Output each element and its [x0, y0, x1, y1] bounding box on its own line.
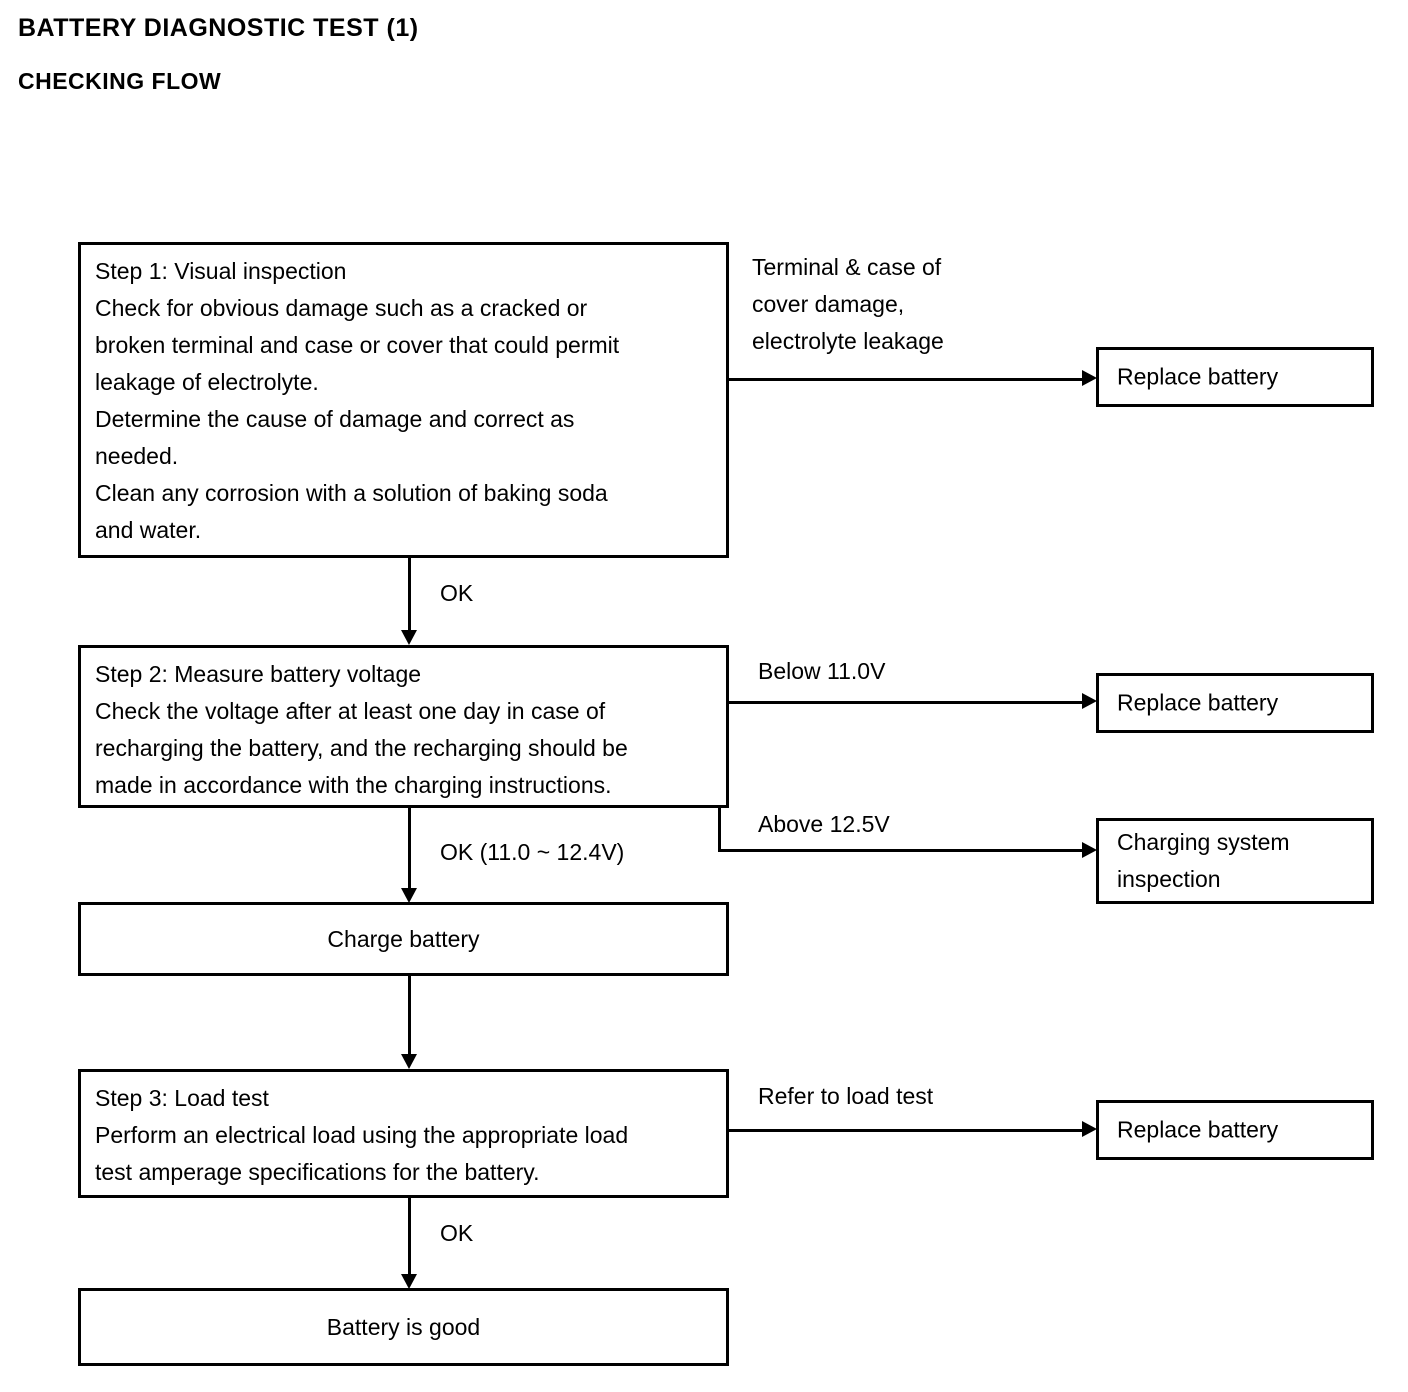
- page-title: BATTERY DIAGNOSTIC TEST (1): [18, 14, 419, 42]
- node-step3-label: Step 3: Load test Perform an electrical …: [95, 1085, 629, 1185]
- edge-label-below-voltage: Below 11.0V: [758, 658, 886, 684]
- edge-charge-to-step3-arrowhead: [401, 1054, 417, 1069]
- edge-step1-to-step2-arrowhead: [401, 630, 417, 645]
- node-charging-system-inspection: Charging system inspection: [1096, 818, 1374, 904]
- edge-step2-to-charging-arrowhead: [1082, 842, 1097, 858]
- edge-charge-to-step3-line: [408, 976, 411, 1054]
- edge-step2-to-charging-horizontal: [718, 849, 1086, 852]
- node-replace-battery-2: Replace battery: [1096, 673, 1374, 733]
- node-replace-battery-3: Replace battery: [1096, 1100, 1374, 1160]
- node-battery-is-good-label: Battery is good: [326, 1314, 481, 1340]
- node-step1: Step 1: Visual inspection Check for obvi…: [78, 242, 729, 558]
- edge-label-ok-step1: OK: [440, 580, 474, 606]
- edge-label-refer-load-test: Refer to load test: [758, 1083, 934, 1109]
- edge-step3-to-good-arrowhead: [401, 1274, 417, 1289]
- edge-step3-to-good-line: [408, 1198, 411, 1274]
- node-charging-system-inspection-label: Charging system inspection: [1117, 829, 1290, 892]
- page-subtitle: CHECKING FLOW: [18, 68, 222, 94]
- edge-step3-to-replace3-arrowhead: [1082, 1121, 1097, 1137]
- node-replace-battery-1: Replace battery: [1096, 347, 1374, 407]
- edge-label-ok-step3: OK: [440, 1220, 474, 1246]
- edge-label-above-voltage: Above 12.5V: [758, 811, 890, 837]
- edge-step2-to-charge-line: [408, 808, 411, 888]
- node-charge-battery-label: Charge battery: [327, 926, 480, 952]
- node-charge-battery: Charge battery: [78, 902, 729, 976]
- edge-step2-to-charge-arrowhead: [401, 888, 417, 903]
- node-step2-label: Step 2: Measure battery voltage Check th…: [95, 661, 628, 798]
- node-replace-battery-3-label: Replace battery: [1117, 1116, 1279, 1143]
- edge-step1-to-replace1-arrowhead: [1082, 370, 1097, 386]
- edge-step3-to-replace3-line: [729, 1129, 1086, 1132]
- edge-label-terminal-case-damage: Terminal & case of cover damage, electro…: [752, 254, 944, 354]
- node-replace-battery-2-label: Replace battery: [1117, 689, 1279, 716]
- node-replace-battery-1-label: Replace battery: [1117, 363, 1279, 390]
- node-step3: Step 3: Load test Perform an electrical …: [78, 1069, 729, 1198]
- edge-label-ok-range: OK (11.0 ~ 12.4V): [440, 839, 625, 865]
- edge-step2-to-replace2-line: [729, 701, 1086, 704]
- edge-step2-to-replace2-arrowhead: [1082, 693, 1097, 709]
- edge-step1-to-step2-line: [408, 558, 411, 630]
- edge-step1-to-replace1-line: [729, 378, 1086, 381]
- edge-step2-to-charging-vertical: [718, 806, 721, 852]
- node-step2: Step 2: Measure battery voltage Check th…: [78, 645, 729, 808]
- node-battery-is-good: Battery is good: [78, 1288, 729, 1366]
- node-step1-label: Step 1: Visual inspection Check for obvi…: [95, 258, 620, 543]
